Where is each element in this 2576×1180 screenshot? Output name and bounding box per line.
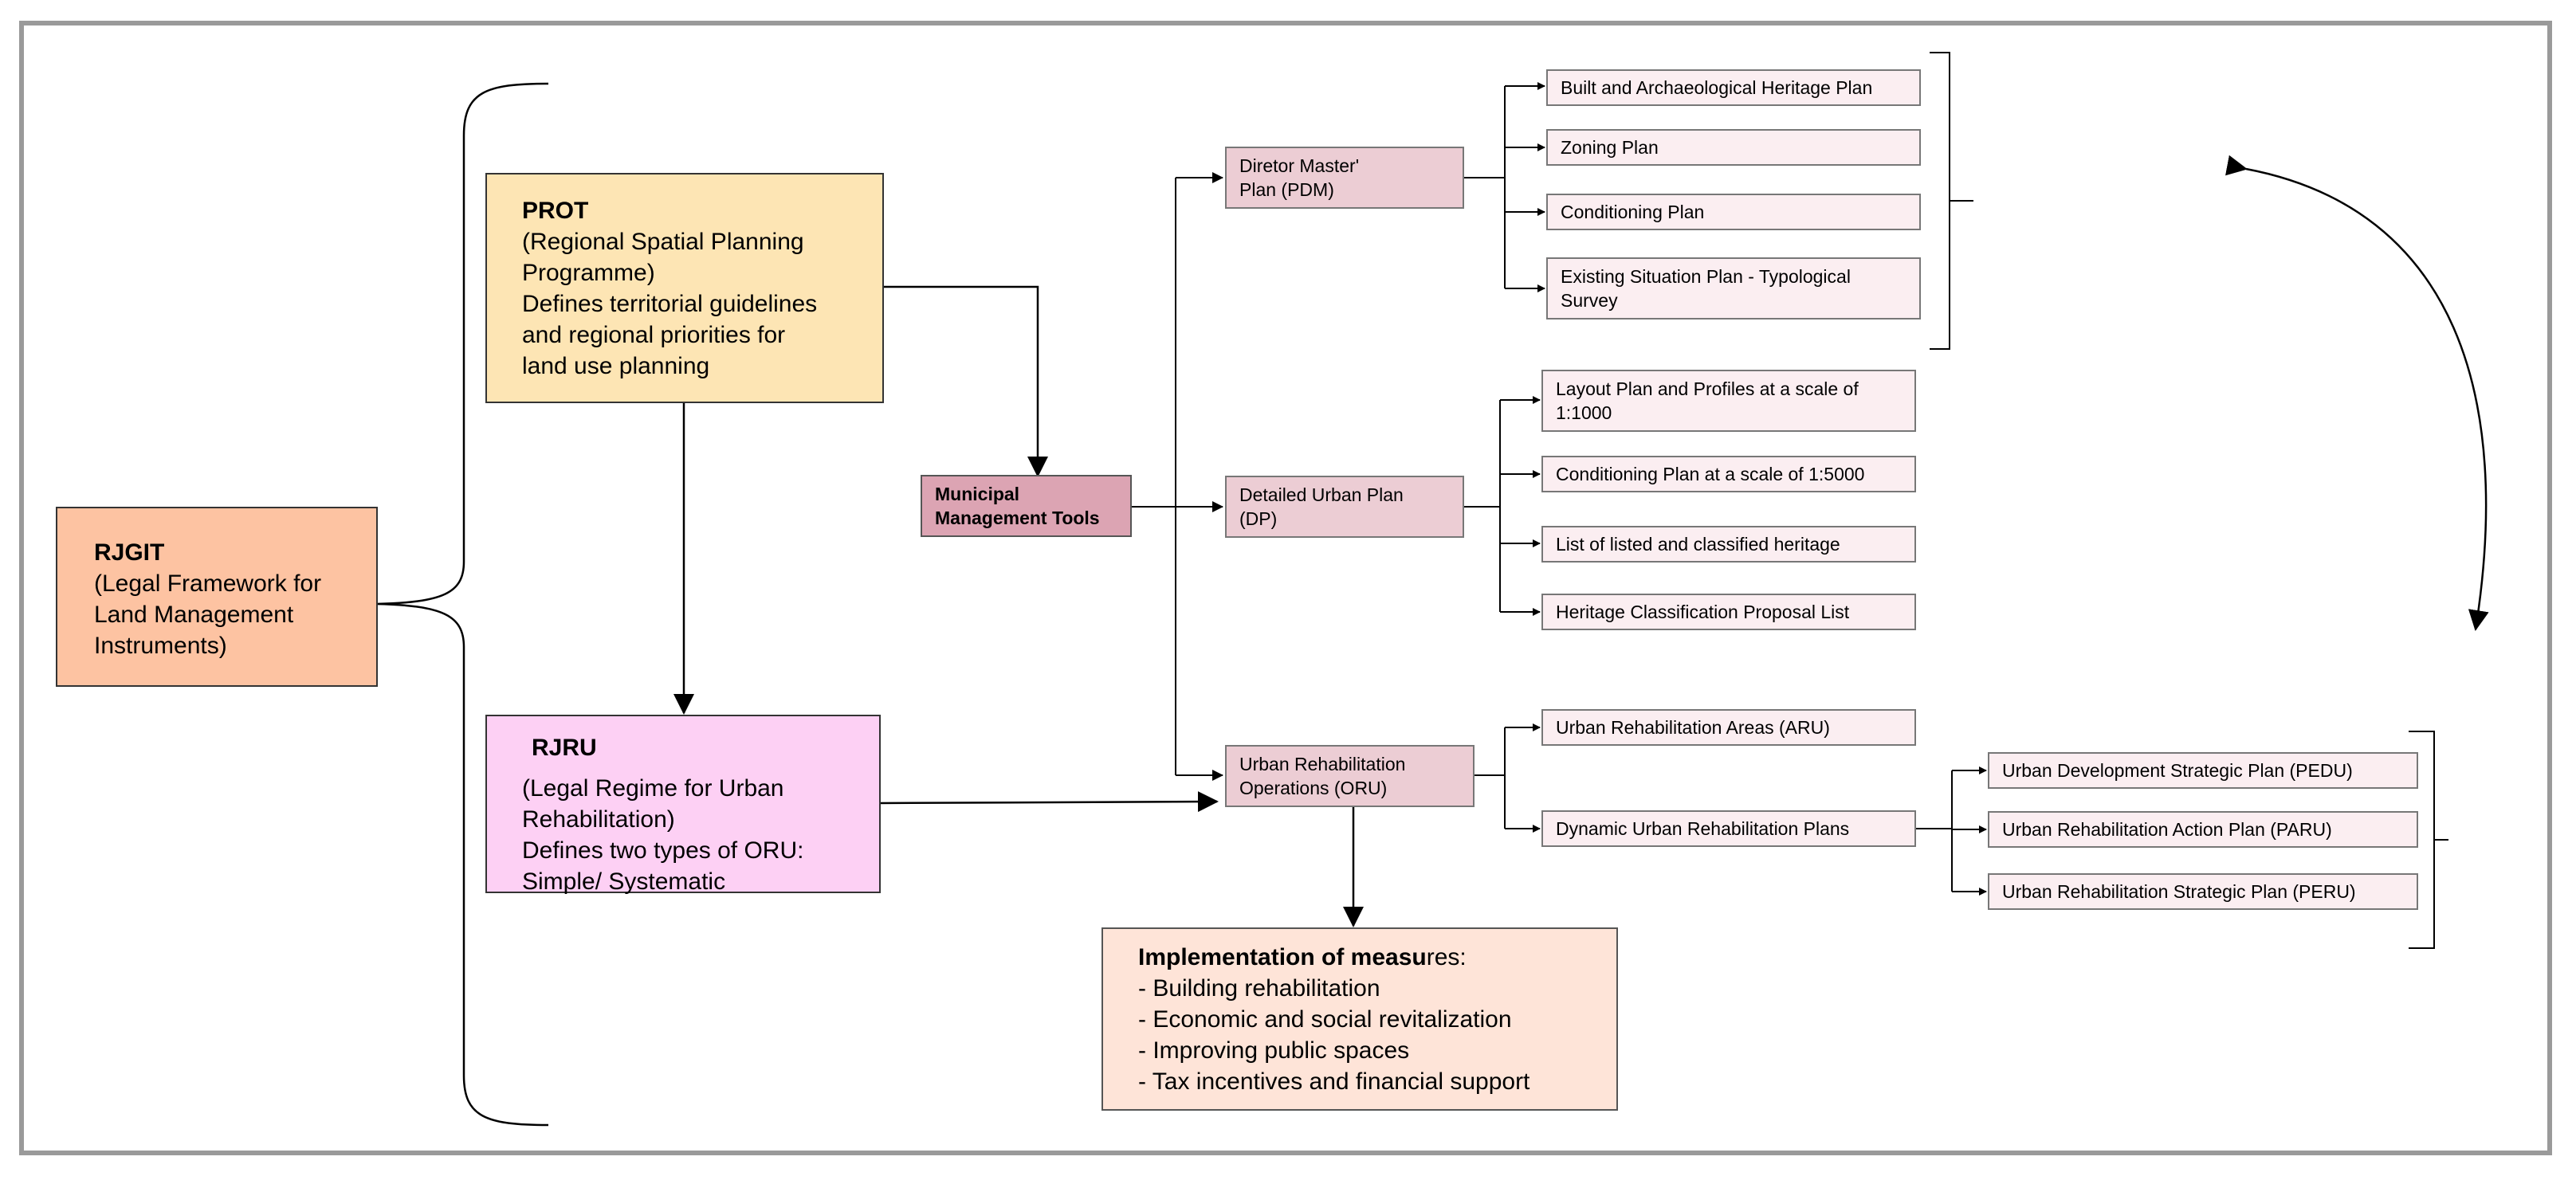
pdm-child-conditioning-plan: Conditioning Plan bbox=[1546, 194, 1921, 230]
implementation-title-bold: Implementation of measu bbox=[1138, 944, 1427, 970]
connector-pdm-children bbox=[1462, 86, 1506, 288]
child-label: Heritage Classification Proposal List bbox=[1556, 602, 1850, 622]
rjgit-title: RJGIT bbox=[94, 539, 165, 566]
municipal-line: Management Tools bbox=[935, 508, 1100, 528]
diagram-frame bbox=[19, 21, 2552, 1155]
dynamic-child-peru: Urban Rehabilitation Strategic Plan (PER… bbox=[1988, 873, 2418, 910]
rjgit-line: Instruments) bbox=[94, 633, 227, 659]
child-label: Urban Rehabilitation Action Plan (PARU) bbox=[2002, 819, 2332, 840]
connector-oru-children bbox=[1472, 727, 1506, 829]
oru-line: Operations (ORU) bbox=[1239, 778, 1388, 798]
child-label: Conditioning Plan bbox=[1561, 202, 1705, 222]
connector-dynamic-children bbox=[1914, 770, 1953, 892]
prot-title: PROT bbox=[522, 198, 589, 224]
dp-box: Detailed Urban Plan (DP) bbox=[1225, 476, 1464, 538]
implementation-item: - Economic and social revitalization bbox=[1138, 1006, 1512, 1033]
child-label: Dynamic Urban Rehabilitation Plans bbox=[1556, 818, 1850, 839]
pdm-child-heritage-plan: Built and Archaeological Heritage Plan bbox=[1546, 69, 1921, 106]
arrow-rjru-oru bbox=[878, 791, 1219, 813]
child-label: Survey bbox=[1561, 290, 1618, 311]
implementation-item: - Building rehabilitation bbox=[1138, 975, 1380, 1002]
prot-line: and regional priorities for bbox=[522, 322, 786, 348]
implementation-title-rest: res: bbox=[1426, 944, 1467, 970]
rjru-line: Simple/ Systematic bbox=[522, 868, 726, 895]
rjgit-box: RJGIT (Legal Framework for Land Manageme… bbox=[56, 507, 378, 687]
child-label: Urban Rehabilitation Strategic Plan (PER… bbox=[2002, 881, 2356, 902]
child-label: Layout Plan and Profiles at a scale of bbox=[1556, 378, 1859, 399]
dp-line: (DP) bbox=[1239, 508, 1278, 529]
rjru-line: Defines two types of ORU: bbox=[522, 837, 804, 864]
dp-child-layout-plan: Layout Plan and Profiles at a scale of 1… bbox=[1541, 370, 1916, 432]
connector-municipal-bus bbox=[1130, 178, 1176, 775]
implementation-box: Implementation of measures: - Building r… bbox=[1101, 927, 1618, 1111]
child-label: 1:1000 bbox=[1556, 402, 1612, 423]
connector-dp-children bbox=[1462, 400, 1501, 612]
prot-line: Programme) bbox=[522, 260, 655, 286]
arrow-prot-municipal bbox=[882, 285, 1048, 477]
oru-child-dynamic-plans: Dynamic Urban Rehabilitation Plans bbox=[1541, 810, 1916, 847]
pdm-line: Diretor Master' bbox=[1239, 155, 1360, 176]
prot-line: land use planning bbox=[522, 353, 710, 379]
dp-child-conditioning-plan: Conditioning Plan at a scale of 1:5000 bbox=[1541, 456, 1916, 492]
prot-line: Defines territorial guidelines bbox=[522, 291, 818, 317]
child-label: Existing Situation Plan - Typological bbox=[1561, 266, 1851, 287]
municipal-line: Municipal bbox=[935, 484, 1020, 504]
pdm-child-zoning-plan: Zoning Plan bbox=[1546, 129, 1921, 166]
pdm-bracket bbox=[1930, 52, 1973, 350]
dp-child-heritage-list: List of listed and classified heritage bbox=[1541, 526, 1916, 563]
rjru-line: (Legal Regime for Urban bbox=[522, 775, 784, 802]
rjru-line: Rehabilitation) bbox=[522, 806, 675, 833]
municipal-tools-box: Municipal Management Tools bbox=[921, 475, 1132, 537]
implementation-item: - Tax incentives and financial support bbox=[1138, 1068, 1530, 1095]
oru-line: Urban Rehabilitation bbox=[1239, 754, 1406, 774]
child-label: Urban Rehabilitation Areas (ARU) bbox=[1556, 717, 1830, 738]
prot-line: (Regional Spatial Planning bbox=[522, 229, 804, 255]
oru-child-aru: Urban Rehabilitation Areas (ARU) bbox=[1541, 709, 1916, 746]
child-label: List of listed and classified heritage bbox=[1556, 534, 1840, 555]
child-label: Built and Archaeological Heritage Plan bbox=[1561, 77, 1873, 98]
prot-box: PROT (Regional Spatial Planning Programm… bbox=[485, 173, 884, 403]
dynamic-plans-bracket bbox=[2409, 731, 2448, 949]
dp-child-heritage-proposal: Heritage Classification Proposal List bbox=[1541, 594, 1916, 630]
rjgit-line: (Legal Framework for bbox=[94, 570, 322, 597]
dynamic-child-pedu: Urban Development Strategic Plan (PEDU) bbox=[1988, 752, 2418, 789]
pdm-line: Plan (PDM) bbox=[1239, 179, 1334, 200]
curved-double-arrow bbox=[2225, 155, 2489, 631]
rjru-box: RJRU (Legal Regime for Urban Rehabilitat… bbox=[485, 715, 881, 895]
rjru-title: RJRU bbox=[532, 735, 597, 761]
rjgit-line: Land Management bbox=[94, 602, 294, 628]
pdm-box: Diretor Master' Plan (PDM) bbox=[1225, 147, 1464, 209]
child-label: Urban Development Strategic Plan (PEDU) bbox=[2002, 760, 2353, 781]
child-label: Zoning Plan bbox=[1561, 137, 1659, 158]
pdm-child-existing-situation-plan: Existing Situation Plan - Typological Su… bbox=[1546, 257, 1921, 320]
dp-line: Detailed Urban Plan bbox=[1239, 484, 1404, 505]
implementation-title: Implementation of measures: bbox=[1138, 942, 1581, 973]
dynamic-child-paru: Urban Rehabilitation Action Plan (PARU) bbox=[1988, 811, 2418, 848]
implementation-item: - Improving public spaces bbox=[1138, 1037, 1410, 1064]
child-label: Conditioning Plan at a scale of 1:5000 bbox=[1556, 464, 1865, 484]
oru-box: Urban Rehabilitation Operations (ORU) bbox=[1225, 745, 1475, 807]
